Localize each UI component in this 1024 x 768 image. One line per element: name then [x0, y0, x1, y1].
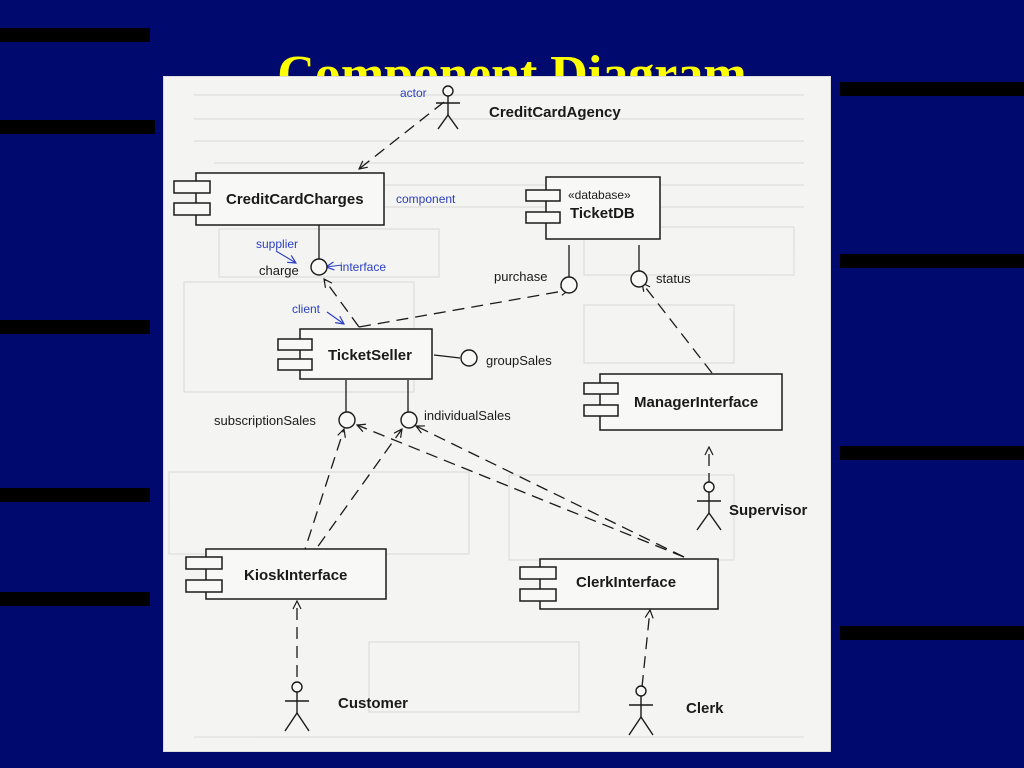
clerk-interface-label: ClerkInterface: [576, 574, 676, 591]
purchase-interface-label: purchase: [494, 269, 547, 284]
charge-interface-circle: [310, 258, 328, 276]
credit-card-charges-label: CreditCardCharges: [226, 191, 364, 208]
background-stripe: [0, 592, 150, 606]
credit-card-charges-component: CreditCardCharges: [173, 172, 385, 226]
background-stripe: [840, 446, 1024, 460]
background-stripe: [0, 488, 150, 502]
credit-card-agency-actor: CreditCardAgency: [436, 85, 621, 130]
status-interface-circle: [630, 270, 648, 288]
component-annotation: component: [396, 192, 456, 206]
interface-annotation: interface: [340, 260, 386, 274]
background-stripe: [0, 120, 155, 134]
component-diagram: CreditCardCharges «database» TicketDB Ti…: [168, 85, 808, 738]
manager-interface-label: ManagerInterface: [634, 394, 758, 411]
kiosk-interface-label: KioskInterface: [244, 567, 347, 584]
status-interface-label: status: [656, 271, 691, 286]
supervisor-label: Supervisor: [729, 502, 808, 519]
component-icon: [277, 338, 313, 351]
supervisor-actor: Supervisor: [696, 481, 808, 531]
component-icon: [519, 566, 557, 580]
background-stripe: [0, 320, 150, 334]
component-icon: [525, 211, 561, 224]
actor-annotation: actor: [400, 86, 427, 100]
clerk-actor: Clerk: [628, 685, 724, 736]
component-icon: [583, 382, 619, 395]
customer-actor: Customer: [284, 681, 408, 732]
component-icon: [583, 404, 619, 417]
clerk-interface-component: ClerkInterface: [519, 558, 719, 610]
background-stripe: [840, 82, 1024, 96]
subscription-sales-interface-label: subscriptionSales: [214, 413, 316, 428]
ticket-db-label: TicketDB: [570, 205, 635, 222]
individual-sales-interface-circle: [400, 411, 418, 429]
customer-label: Customer: [338, 695, 408, 712]
charge-interface-label: charge: [259, 263, 299, 278]
background-stripe: [840, 626, 1024, 640]
ticket-seller-component: TicketSeller: [277, 328, 433, 380]
stick-figure-icon: [628, 685, 654, 736]
ticket-seller-label: TicketSeller: [328, 347, 412, 364]
group-sales-interface-circle: [460, 349, 478, 367]
stick-figure-icon: [696, 481, 722, 531]
ticket-db-stereotype: «database»: [568, 188, 631, 202]
kiosk-interface-component: KioskInterface: [185, 548, 387, 600]
diagram-figure: CreditCardCharges «database» TicketDB Ti…: [163, 76, 831, 752]
individual-sales-interface-label: individualSales: [424, 408, 511, 423]
ticket-db-component: «database» TicketDB: [525, 176, 661, 240]
stick-figure-icon: [284, 681, 310, 732]
credit-card-agency-label: CreditCardAgency: [489, 104, 621, 121]
subscription-sales-interface-circle: [338, 411, 356, 429]
group-sales-interface-label: groupSales: [486, 353, 552, 368]
component-icon: [185, 579, 223, 593]
clerk-label: Clerk: [686, 700, 724, 717]
background-stripe: [0, 28, 150, 42]
component-icon: [173, 180, 211, 194]
component-icon: [173, 202, 211, 216]
manager-interface-component: ManagerInterface: [583, 373, 783, 431]
background-stripe: [840, 254, 1024, 268]
purchase-interface-circle: [560, 276, 578, 294]
client-annotation: client: [292, 302, 321, 316]
component-icon: [519, 588, 557, 602]
component-icon: [525, 189, 561, 202]
component-icon: [277, 358, 313, 371]
component-icon: [185, 556, 223, 570]
supplier-annotation: supplier: [256, 237, 298, 251]
stick-figure-icon: [436, 85, 460, 130]
